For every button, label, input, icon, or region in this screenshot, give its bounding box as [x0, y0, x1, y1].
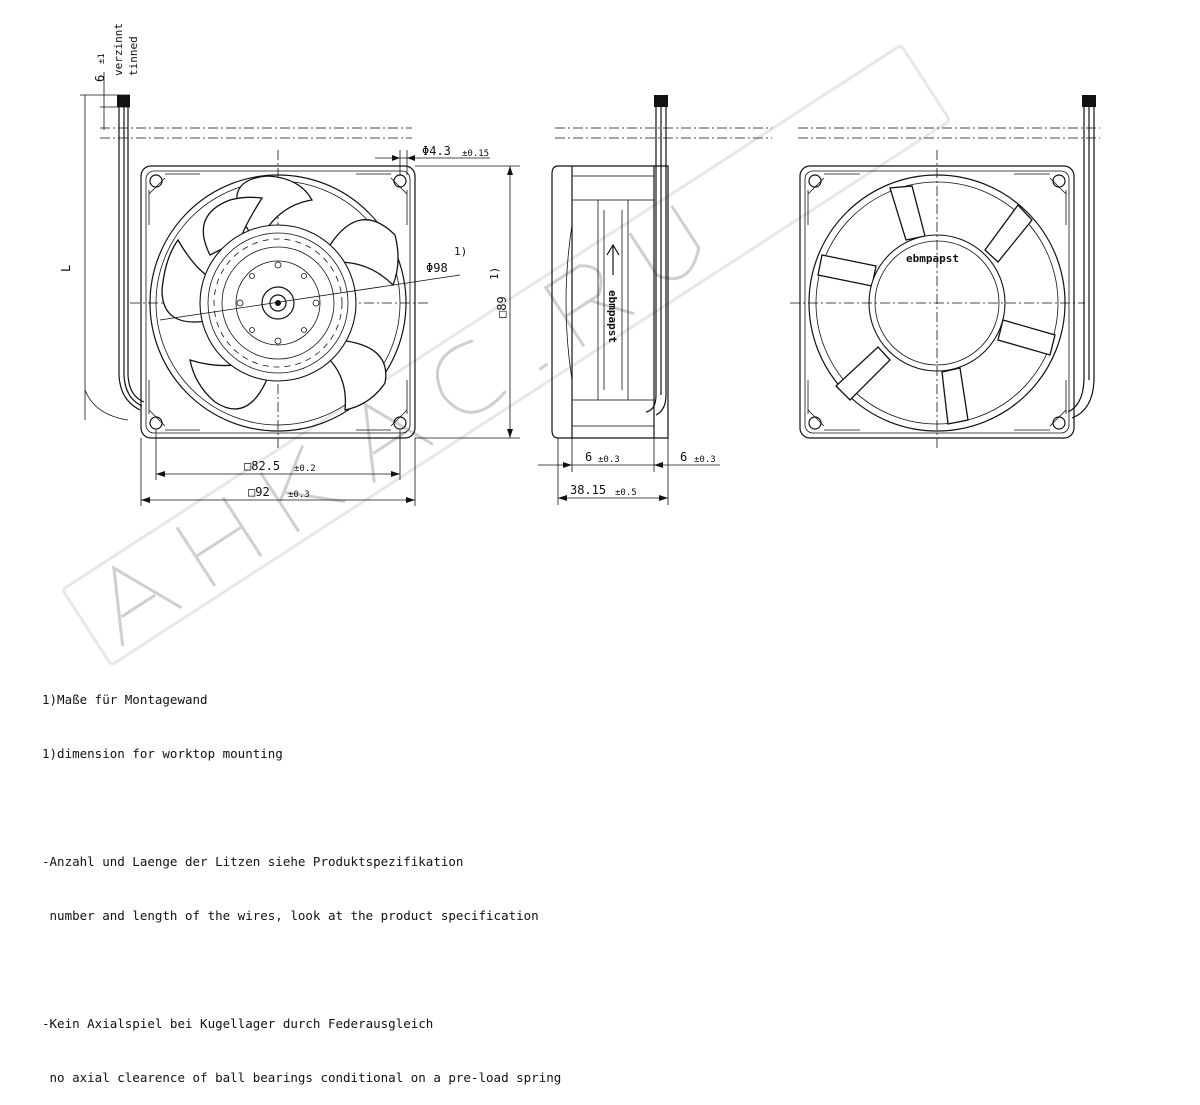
- hub-ring: [213, 238, 343, 368]
- square-89-label: □89: [495, 296, 509, 318]
- wire-note-en: tinned: [127, 36, 140, 76]
- note-line: number and length of the wires, look at …: [42, 908, 539, 923]
- wire-length-tol: ±1: [97, 53, 107, 64]
- depth-label: 38.15: [570, 483, 606, 497]
- frame-size-label: □92: [248, 485, 270, 499]
- mount-dia-label: Φ98: [426, 261, 448, 275]
- flange-left-label: 6: [585, 450, 592, 464]
- hole-dia-label: Φ4.3: [422, 144, 451, 158]
- flange-left-tol: ±0.3: [598, 455, 620, 465]
- side-view: ebmpapst 6 ±0.3 6 ±0.3 38.15 ±0.5: [538, 95, 772, 505]
- hole-pitch-label: □82.5: [244, 459, 280, 473]
- hole-pitch-tol: ±0.2: [294, 464, 316, 474]
- note-line: 1)Maße für Montagewand: [42, 692, 208, 707]
- wire-bundle: [117, 95, 145, 411]
- back-view: ebmpapst: [790, 95, 1100, 450]
- wire-note-de: verzinnt: [112, 23, 125, 76]
- length-label: L: [59, 265, 73, 272]
- mount-dia-ref: 1): [454, 245, 467, 258]
- hole-dia-tol: ±0.15: [462, 149, 489, 159]
- impeller-blades: [161, 175, 399, 411]
- fan-technical-drawing: Φ4.3 ±0.15 Φ98 1) □89 1) L □82.5 ±0.2 □9…: [59, 23, 1100, 666]
- flange-right-tol: ±0.3: [694, 455, 716, 465]
- fan-frame: [140, 165, 416, 439]
- front-view: Φ4.3 ±0.15 Φ98 1) □89 1) L □82.5 ±0.2 □9…: [59, 23, 520, 506]
- back-struts: [817, 185, 1056, 425]
- depth-tol: ±0.5: [615, 488, 637, 498]
- drawing-notes: 1)Maße für Montagewand 1)dimension for w…: [42, 655, 561, 1105]
- frame-size-tol: ±0.3: [288, 490, 310, 500]
- note-line: no axial clearence of ball bearings cond…: [42, 1070, 562, 1085]
- flange-right-label: 6: [680, 450, 687, 464]
- watermark-logo: [62, 45, 950, 666]
- back-brand-label: ebmpapst: [906, 252, 959, 265]
- square-89-ref: 1): [488, 267, 501, 280]
- note-line: -Anzahl und Laenge der Litzen siehe Prod…: [42, 854, 464, 869]
- side-brand-label: ebmpapst: [606, 290, 619, 343]
- wire-length-label: 6: [93, 75, 107, 82]
- note-line: [42, 799, 561, 817]
- note-line: 1)dimension for worktop mounting: [42, 746, 283, 761]
- note-line: [42, 961, 561, 979]
- note-line: -Kein Axialspiel bei Kugellager durch Fe…: [42, 1016, 434, 1031]
